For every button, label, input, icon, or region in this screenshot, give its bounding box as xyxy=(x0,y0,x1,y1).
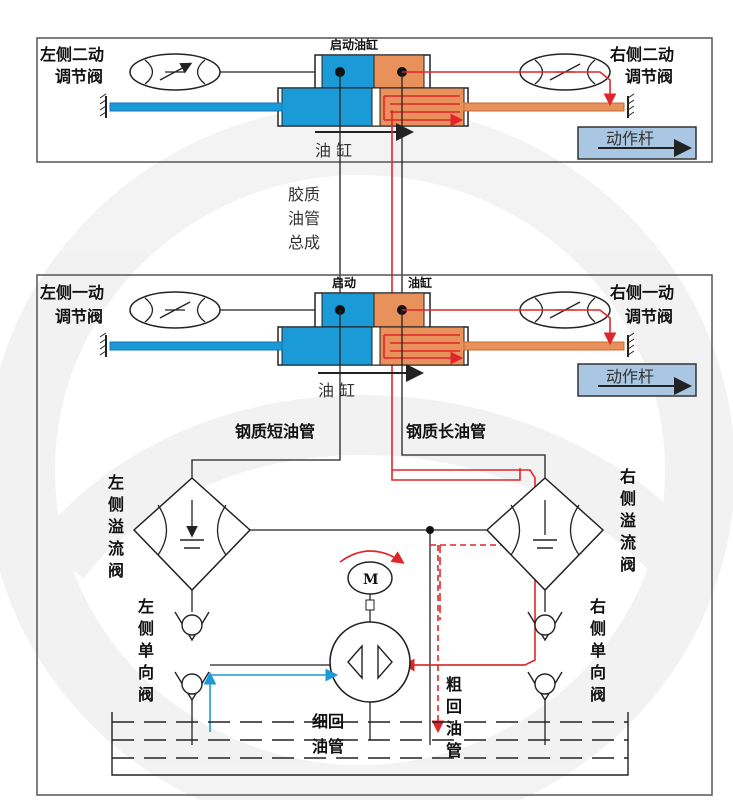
pump xyxy=(329,621,411,703)
top-panel xyxy=(36,37,713,163)
left-overflow-1: 左 xyxy=(107,473,124,492)
top-left-regulating-valve xyxy=(129,53,221,91)
left-check-4: 向 xyxy=(138,663,154,682)
thick-return-2: 回 xyxy=(446,697,462,716)
top-cylinder-bottom-label: 油 缸 xyxy=(315,141,352,160)
right-overflow-4: 流 xyxy=(620,533,636,552)
hose-label-3: 总成 xyxy=(288,233,320,252)
bottom-right-valve-label-1: 右侧一动 xyxy=(610,283,674,302)
junction-dot xyxy=(426,526,434,534)
bottom-cyl-tank-label: 油缸 xyxy=(408,275,432,290)
thick-return-4: 管 xyxy=(446,741,462,760)
hose-label-1: 胶质 xyxy=(288,185,320,204)
watermark xyxy=(0,105,733,800)
bottom-left-valve-label-2: 调节阀 xyxy=(55,307,103,326)
left-check-2: 侧 xyxy=(138,619,154,638)
top-right-valve-label-1: 右侧二动 xyxy=(610,45,674,64)
motor-label: M xyxy=(363,572,379,588)
right-check-4: 向 xyxy=(590,663,606,682)
long-pipe-label: 钢质长油管 xyxy=(406,422,486,441)
right-overflow-2: 侧 xyxy=(620,489,636,508)
right-check-5: 阀 xyxy=(590,685,606,704)
right-overflow-3: 溢 xyxy=(620,511,636,530)
left-overflow-valve xyxy=(132,476,252,592)
top-left-valve-label-2: 调节阀 xyxy=(55,67,103,86)
bottom-cyl-start-label: 启动 xyxy=(332,275,356,290)
hose-lines xyxy=(339,72,403,470)
top-action-rod-box: 动作杆 xyxy=(577,126,697,160)
left-check-valve xyxy=(174,611,210,702)
top-main-cylinder xyxy=(99,87,635,127)
top-starter-cylinder xyxy=(314,54,431,91)
oil-tank xyxy=(111,712,629,776)
top-cylinder-title: 启动油缸 xyxy=(330,37,378,52)
right-check-valve xyxy=(527,611,563,702)
bottom-flow-red xyxy=(383,309,617,358)
right-overflow-1: 右 xyxy=(620,467,636,486)
thin-return-2: 油管 xyxy=(312,737,344,756)
left-check-5: 阀 xyxy=(138,685,154,704)
svg-text:动作杆: 动作杆 xyxy=(606,129,654,148)
thick-return-1: 粗 xyxy=(446,675,462,694)
right-check-1: 右 xyxy=(590,597,606,616)
bottom-action-rod-box: 动作杆 xyxy=(577,363,697,397)
right-overflow-valve xyxy=(485,476,605,592)
bottom-main-cylinder xyxy=(99,326,635,366)
right-check-2: 侧 xyxy=(590,619,606,638)
short-pipe-label: 钢质短油管 xyxy=(235,422,315,441)
left-check-3: 单 xyxy=(138,641,154,660)
top-left-valve-label-1: 左侧二动 xyxy=(39,45,104,64)
thick-return-3: 油 xyxy=(446,719,462,738)
bottom-panel xyxy=(36,274,713,796)
bottom-right-valve-label-2: 调节阀 xyxy=(625,307,673,326)
svg-text:动作杆: 动作杆 xyxy=(606,367,654,386)
left-overflow-3: 溢 xyxy=(108,517,124,536)
thin-return-1: 细回 xyxy=(312,712,344,731)
right-overflow-5: 阀 xyxy=(620,555,636,574)
left-overflow-5: 阀 xyxy=(108,561,124,580)
bottom-left-valve-label-1: 左侧一动 xyxy=(39,283,104,302)
bottom-left-regulating-valve xyxy=(129,291,221,329)
left-overflow-4: 流 xyxy=(108,539,124,558)
left-check-1: 左 xyxy=(137,597,154,616)
top-flow-red xyxy=(383,71,617,120)
bottom-cylinder-bottom-label: 油 缸 xyxy=(318,381,355,400)
right-check-3: 单 xyxy=(590,641,606,660)
hose-label-2: 油管 xyxy=(288,209,320,228)
top-right-valve-label-2: 调节阀 xyxy=(625,67,673,86)
motor: M xyxy=(339,550,405,620)
left-overflow-2: 侧 xyxy=(108,495,124,514)
